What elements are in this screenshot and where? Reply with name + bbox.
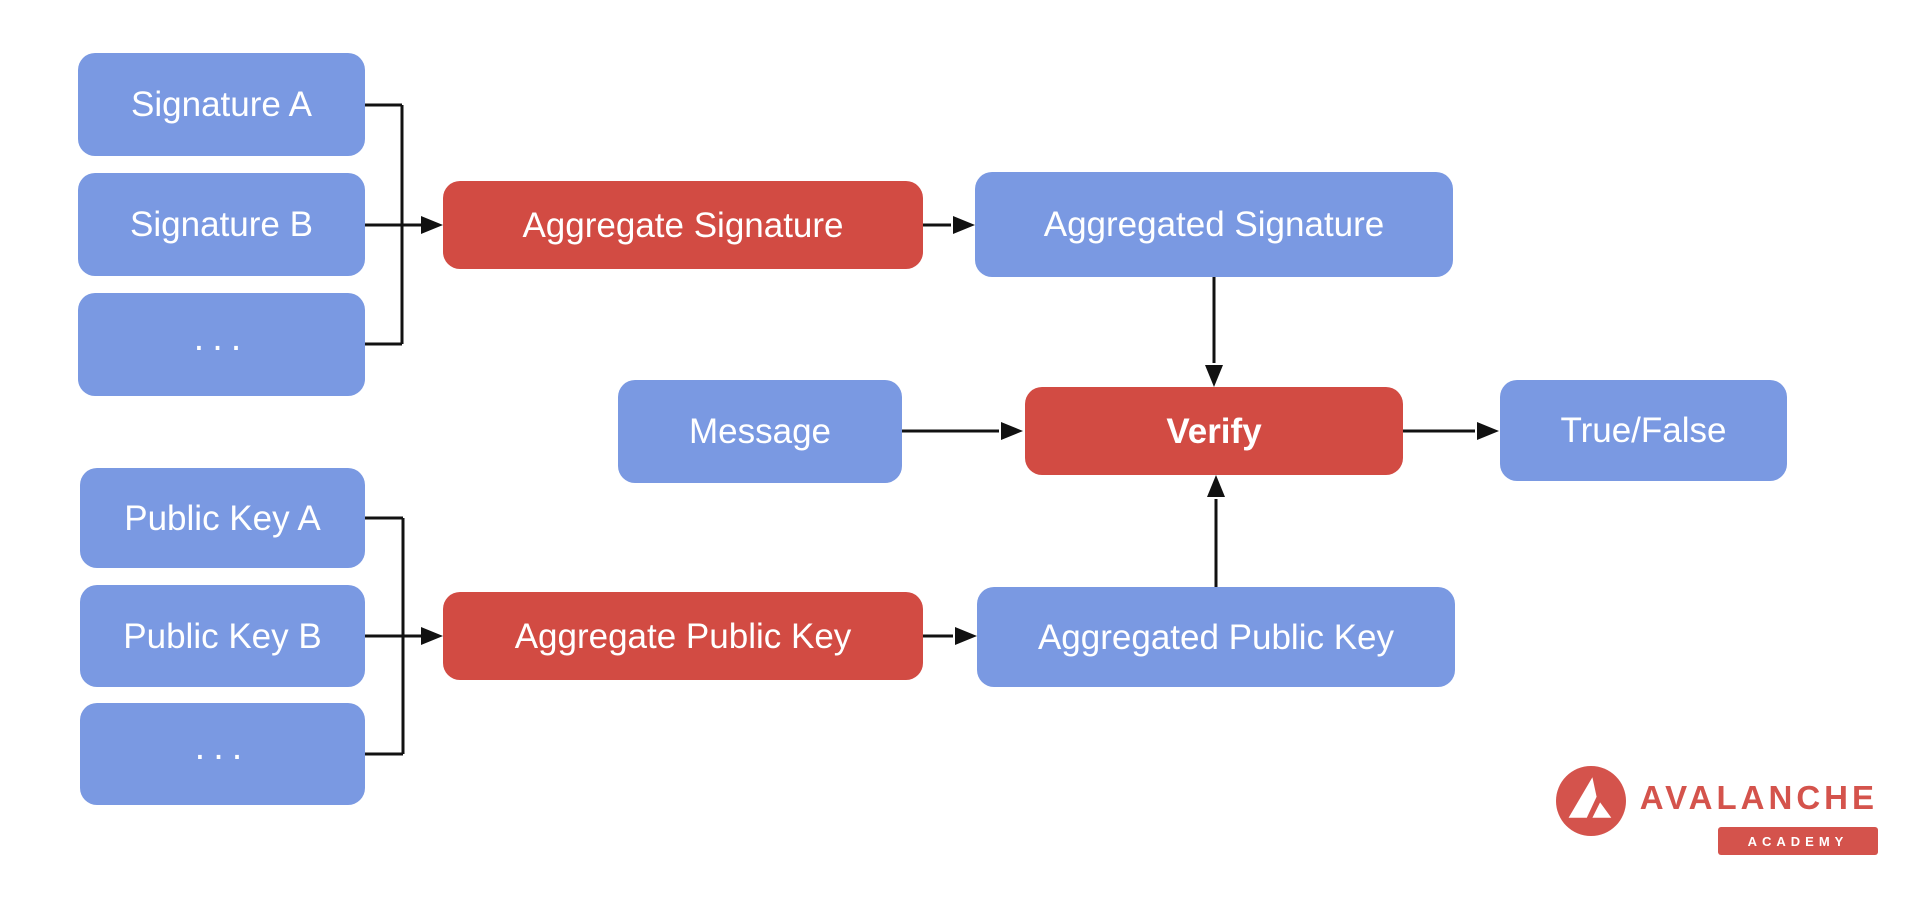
arrow-message-to-verify: [902, 422, 1023, 440]
node-aggregate-signature: Aggregate Signature: [443, 181, 923, 269]
arrow-aggregate-signature-to-aggregated: [923, 216, 975, 234]
arrowhead-signatures-to-aggregate: [421, 216, 443, 234]
bracket-public-keys: [365, 516, 421, 756]
node-aggregate-public-key: Aggregate Public Key: [443, 592, 923, 680]
arrow-aggregate-publickey-to-aggregated: [923, 627, 977, 645]
node-aggregated-signature: Aggregated Signature: [975, 172, 1453, 277]
avalanche-academy-logo: AVALANCHE ACADEMY: [1556, 763, 1880, 859]
node-signature-a: Signature A: [78, 53, 365, 156]
avalanche-logo-icon: [1556, 766, 1626, 836]
academy-badge: ACADEMY: [1718, 827, 1878, 855]
node-public-key-b: Public Key B: [80, 585, 365, 687]
node-public-key-ellipsis: ...: [80, 703, 365, 805]
bracket-signatures: [365, 103, 421, 346]
node-aggregated-public-key: Aggregated Public Key: [977, 587, 1455, 687]
arrowhead-publickeys-to-aggregate: [421, 627, 443, 645]
avalanche-wordmark: AVALANCHE: [1639, 779, 1878, 816]
node-message: Message: [618, 380, 902, 483]
node-public-key-a: Public Key A: [80, 468, 365, 568]
node-verify: Verify: [1025, 387, 1403, 475]
node-signature-b: Signature B: [78, 173, 365, 276]
node-signature-ellipsis: ...: [78, 293, 365, 396]
arrow-verify-to-truefalse: [1403, 422, 1499, 440]
arrow-aggregated-publickey-to-verify: [1207, 475, 1225, 587]
node-true-false: True/False: [1500, 380, 1787, 481]
arrow-aggregated-signature-to-verify: [1205, 277, 1223, 387]
